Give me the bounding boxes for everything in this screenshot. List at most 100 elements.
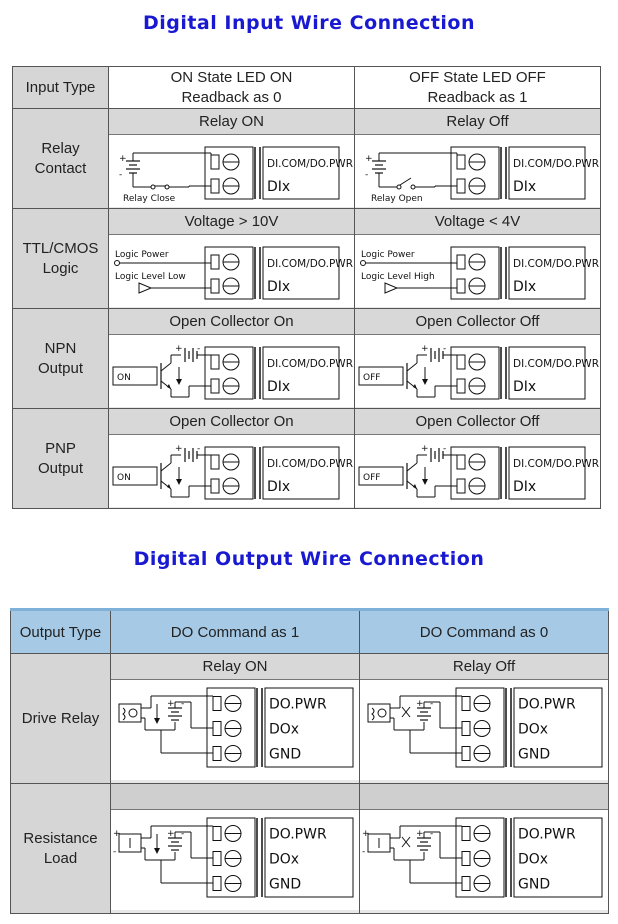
plus-sign: + — [416, 699, 424, 709]
npn-transistor-icon — [112, 354, 181, 397]
terminal-slot — [210, 454, 220, 470]
terminal-slot — [212, 721, 222, 736]
terminal-slot — [210, 278, 220, 294]
terminal-label: DIx — [267, 179, 290, 195]
terminal-slot — [210, 154, 220, 170]
terminal-slot — [212, 826, 222, 841]
terminal-label: DOx — [518, 852, 548, 868]
command-caption: Relay ON — [111, 654, 359, 680]
logic-level-label: Logic Level Low — [115, 272, 186, 282]
terminal-slot — [456, 454, 466, 470]
input-type-label-line: Contact — [34, 159, 87, 177]
terminal-slot — [212, 851, 222, 866]
state-caption: Voltage > 10V — [109, 209, 354, 235]
state-label: OFF — [363, 473, 380, 483]
logic-level-label: Logic Level High — [361, 272, 435, 282]
state-label: ON — [117, 373, 131, 383]
plus-sign: + — [365, 154, 373, 164]
minus-sign: - — [443, 344, 446, 354]
terminal-slot — [456, 178, 466, 194]
command-caption: Relay Off — [360, 654, 608, 680]
input-type-label-line: Logic — [42, 259, 79, 277]
terminal-label: DIx — [513, 379, 536, 395]
off-state-header: OFF State LED OFF Readback as 1 — [354, 66, 601, 109]
terminal-label: DO.PWR — [269, 827, 327, 843]
terminal-slot — [456, 254, 466, 270]
minus-sign: - — [362, 847, 365, 857]
command-caption — [111, 784, 359, 810]
terminal-slot — [210, 478, 220, 494]
terminal-label: DIx — [267, 479, 290, 495]
minus-sign: - — [119, 170, 122, 180]
terminal-label: DOx — [269, 722, 299, 738]
terminal-slot — [461, 696, 471, 711]
terminal-slot — [461, 746, 471, 761]
terminal-slot — [212, 876, 222, 891]
resistor-load-icon — [118, 833, 142, 853]
plus-sign: + — [167, 699, 175, 709]
terminal-label: DI.COM/DO.PWR — [267, 158, 353, 170]
terminal-label: DI.COM/DO.PWR — [267, 258, 353, 270]
plus-sign: + — [167, 829, 175, 839]
off-state-line1: OFF State LED OFF — [409, 68, 546, 86]
state-caption: Relay Off — [355, 109, 600, 135]
input-wiring-table: Input Type ON State LED ON Readback as 0… — [12, 66, 601, 509]
on-state-line1: ON State LED ON — [170, 68, 293, 86]
command-caption — [360, 784, 608, 810]
state-caption: Open Collector On — [109, 309, 354, 335]
input-type-label-line: Relay — [41, 139, 80, 157]
plus-sign: + — [416, 829, 424, 839]
battery-icon — [168, 837, 182, 851]
terminal-slot — [210, 354, 220, 370]
minus-sign: - — [430, 829, 433, 839]
terminal-slot — [212, 746, 222, 761]
terminal-label: GND — [518, 877, 550, 893]
minus-sign: - — [181, 829, 184, 839]
plus-sign: + — [421, 444, 429, 454]
input-type-header: Input Type — [12, 66, 109, 109]
terminal-label: DIx — [513, 279, 536, 295]
terminal-label: DIx — [267, 379, 290, 395]
output-header-row: Output Type DO Command as 1 DO Command a… — [10, 608, 609, 654]
state-caption: Open Collector Off — [355, 409, 600, 435]
output-wiring-table: Output Type DO Command as 1 DO Command a… — [10, 608, 609, 914]
off-state-line2: Readback as 1 — [427, 88, 528, 106]
minus-sign: - — [197, 444, 200, 454]
terminal-label: DO.PWR — [269, 697, 327, 713]
plus-sign: + — [119, 154, 127, 164]
state-caption: Open Collector On — [109, 409, 354, 435]
terminal-label: DO.PWR — [518, 827, 576, 843]
minus-sign: - — [365, 170, 368, 180]
terminal-slot — [456, 354, 466, 370]
terminal-slot — [461, 826, 471, 841]
minus-sign: - — [181, 699, 184, 709]
terminal-label: DIx — [513, 179, 536, 195]
battery-icon — [184, 448, 198, 462]
terminal-label: GND — [518, 747, 550, 763]
terminal-label: DO.PWR — [518, 697, 576, 713]
